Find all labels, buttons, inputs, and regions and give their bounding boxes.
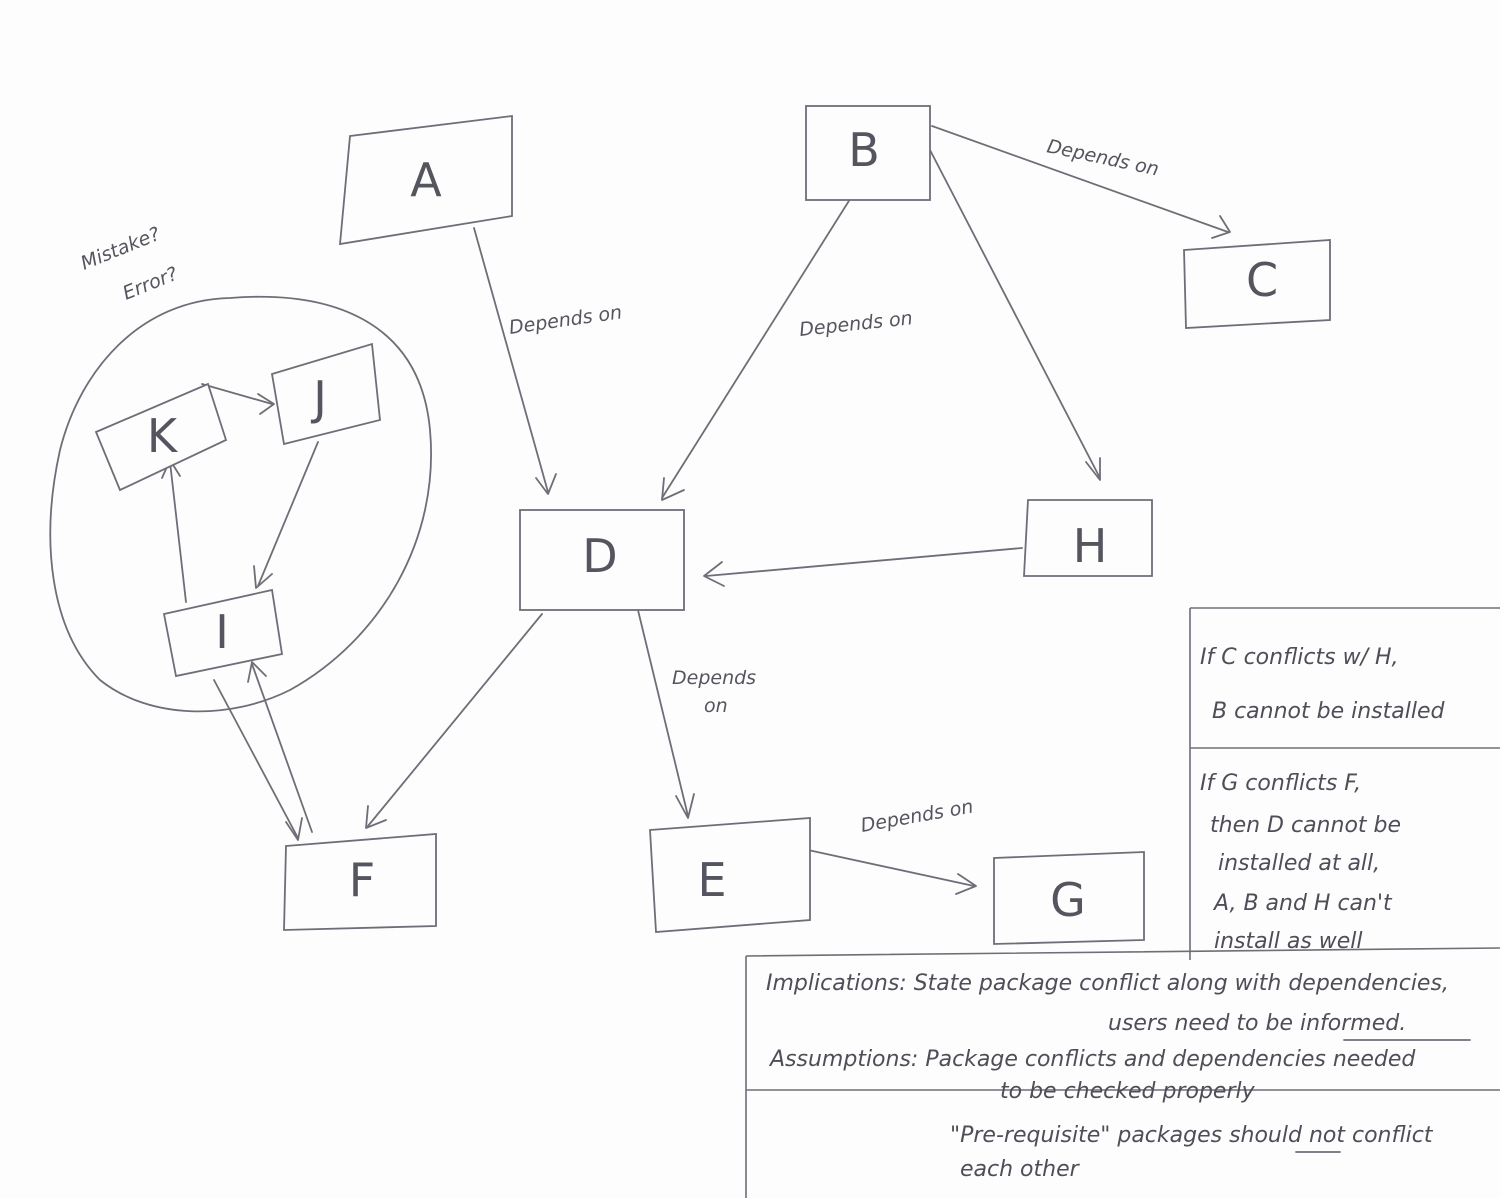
- node-c-label: C: [1246, 253, 1278, 307]
- edge-a-d-arrowhead: [535, 473, 557, 495]
- node-h-label: H: [1073, 519, 1108, 573]
- edges: [161, 125, 1231, 895]
- edge-label-b-d: Depends on: [798, 307, 913, 341]
- edge-i-f: [213, 679, 299, 839]
- edge-label-b-c: Depends on: [1045, 135, 1161, 180]
- node-i-label: I: [215, 605, 229, 659]
- note2-line-2: then D cannot be: [1210, 813, 1401, 838]
- edge-b-h: [929, 149, 1101, 479]
- edge-a-d: [473, 227, 549, 493]
- edge-k-j: [201, 383, 273, 405]
- edge-label-d-e-line-2: on: [704, 695, 728, 717]
- node-k: K: [94, 382, 228, 492]
- node-f: F: [283, 833, 437, 931]
- node-c: C: [1183, 239, 1331, 329]
- edge-f-i: [251, 663, 313, 833]
- node-a: A: [338, 114, 513, 246]
- implications-line-1: Implications: State package conflict alo…: [766, 971, 1449, 996]
- node-a-label: A: [410, 153, 442, 207]
- edge-b-c-arrowhead: [1211, 215, 1231, 239]
- node-d: D: [519, 509, 685, 611]
- node-b: B: [805, 105, 931, 201]
- edge-label-d-e-line-1: Depends: [672, 667, 756, 689]
- node-b-label: B: [848, 123, 880, 177]
- edge-label-e-g: Depends on: [859, 796, 975, 837]
- edge-h-d: [705, 547, 1023, 577]
- note2-line-4: A, B and H can't: [1212, 891, 1393, 916]
- assumptions-line-3: "Pre-requisite" packages should not conf…: [950, 1123, 1434, 1148]
- assumptions-line-2: to be checked properly: [1000, 1079, 1256, 1104]
- note2-line-3: installed at all,: [1218, 851, 1380, 876]
- node-j-label: J: [310, 371, 327, 425]
- assumptions-line-4: each other: [960, 1157, 1081, 1182]
- summary-frame: [745, 947, 1500, 1198]
- edge-e-g-arrowhead: [955, 873, 977, 895]
- summary-box: Implications: State package conflict alo…: [745, 947, 1500, 1198]
- note2-line-1: If G conflicts F,: [1200, 771, 1361, 796]
- edge-d-e: [635, 601, 689, 817]
- node-j: J: [270, 342, 381, 446]
- edge-b-c: [931, 125, 1229, 233]
- note1-line-2: B cannot be installed: [1212, 699, 1446, 724]
- edge-j-i-arrowhead: [253, 565, 273, 589]
- conflict-notes: If C conflicts w/ H, B cannot be install…: [1189, 607, 1500, 960]
- edge-d-e-arrowhead: [675, 793, 695, 819]
- edge-d-f-arrowhead: [365, 805, 387, 829]
- node-i: I: [162, 588, 284, 678]
- implications-line-2: users need to be informed.: [1108, 1011, 1406, 1036]
- node-k-label: K: [147, 409, 179, 463]
- node-g-label: G: [1050, 873, 1086, 927]
- conflict-notes-frame: [1189, 607, 1500, 960]
- edge-b-d-arrowhead: [661, 477, 685, 501]
- edge-b-h-arrowhead: [1085, 457, 1101, 481]
- node-d-label: D: [582, 529, 617, 583]
- node-e: E: [649, 817, 811, 933]
- edge-b-d: [661, 195, 853, 499]
- edge-d-f: [367, 613, 543, 827]
- cycle-annotation-line-2: Error?: [120, 263, 181, 305]
- edge-e-g: [807, 849, 975, 887]
- edge-f-i-arrowhead: [247, 661, 267, 683]
- node-g: G: [993, 851, 1145, 945]
- edge-i-f-arrowhead: [285, 817, 303, 841]
- node-e-label: E: [697, 853, 726, 907]
- node-h: H: [1023, 499, 1153, 577]
- cycle-circle: [49, 295, 432, 713]
- note1-line-1: If C conflicts w/ H,: [1200, 645, 1399, 670]
- cycle-annotation-line-1: Mistake?: [78, 223, 164, 275]
- edge-j-i: [257, 441, 319, 587]
- edge-h-d-arrowhead: [703, 561, 725, 587]
- assumptions-line-1: Assumptions: Package conflicts and depen…: [768, 1047, 1416, 1072]
- edge-k-j-arrowhead: [257, 393, 275, 415]
- node-f-label: F: [349, 853, 375, 907]
- edge-i-k: [169, 461, 187, 603]
- edge-label-a-d: Depends on: [508, 301, 624, 339]
